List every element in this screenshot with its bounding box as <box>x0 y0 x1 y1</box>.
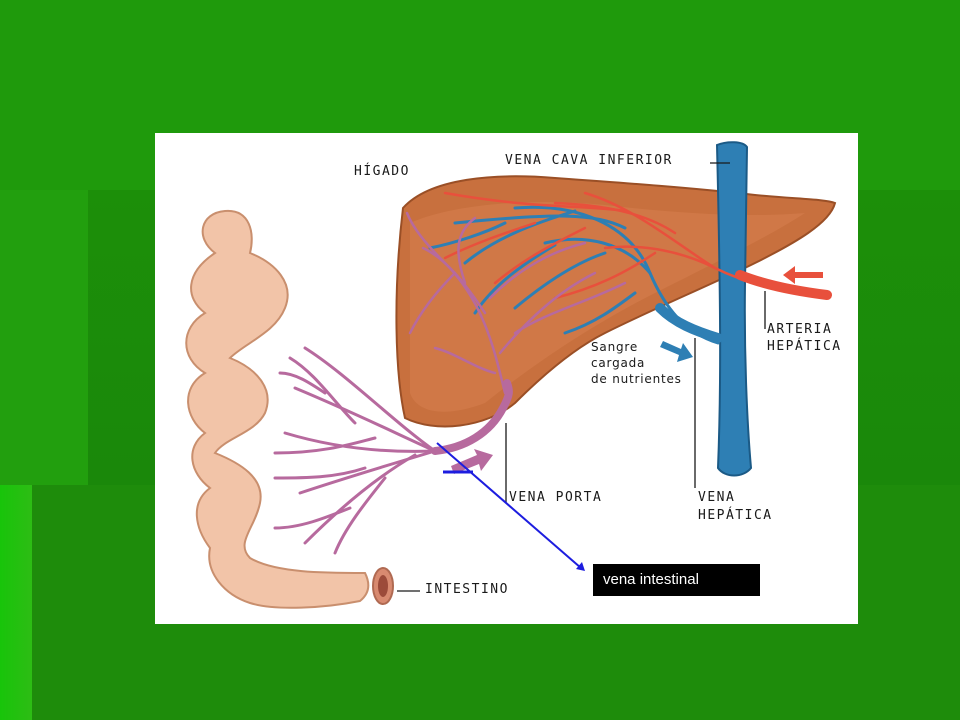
background-left-strip <box>0 485 32 720</box>
label-hepatic-artery-line2: HEPÁTICA <box>767 339 842 354</box>
label-portal-vein: VENA PORTA <box>509 490 603 505</box>
label-liver: HÍGADO <box>354 164 410 179</box>
label-hepatic-artery-line1: ARTERIA <box>767 322 833 337</box>
nutrient-flow-arrow <box>660 341 693 362</box>
liver-shading <box>410 202 805 412</box>
intestine-lumen <box>378 575 388 597</box>
portal-vein-trunk <box>431 379 513 455</box>
callout-line <box>436 442 582 569</box>
diagram-illustration <box>185 141 837 609</box>
portal-vein-branches <box>405 211 627 395</box>
hepatic-artery-trunk <box>735 270 832 300</box>
label-nutrient-blood-line2: cargada <box>591 356 646 370</box>
intestine-shape <box>185 209 370 609</box>
label-nutrient-blood-line3: de nutrientes <box>591 372 682 386</box>
label-hepatic-vein-line1: VENA <box>698 490 736 505</box>
callout-intestinal-vein: vena intestinal <box>593 564 760 596</box>
artery-flow-arrow <box>783 266 823 284</box>
label-hepatic-vein-line2: HEPÁTICA <box>698 508 773 523</box>
callout-arrowhead <box>576 562 585 571</box>
leader-lines <box>397 162 766 592</box>
label-vena-cava: VENA CAVA INFERIOR <box>505 153 673 168</box>
label-intestine: INTESTINO <box>425 582 509 597</box>
liver-circulation-diagram: HÍGADO VENA CAVA INFERIOR ARTERIA HEPÁTI… <box>155 133 858 624</box>
inferior-vena-cava <box>715 141 753 477</box>
portal-flow-arrow <box>451 449 493 474</box>
hepatic-vein-trunk <box>655 303 723 343</box>
label-nutrient-blood-line1: Sangre <box>591 340 639 354</box>
